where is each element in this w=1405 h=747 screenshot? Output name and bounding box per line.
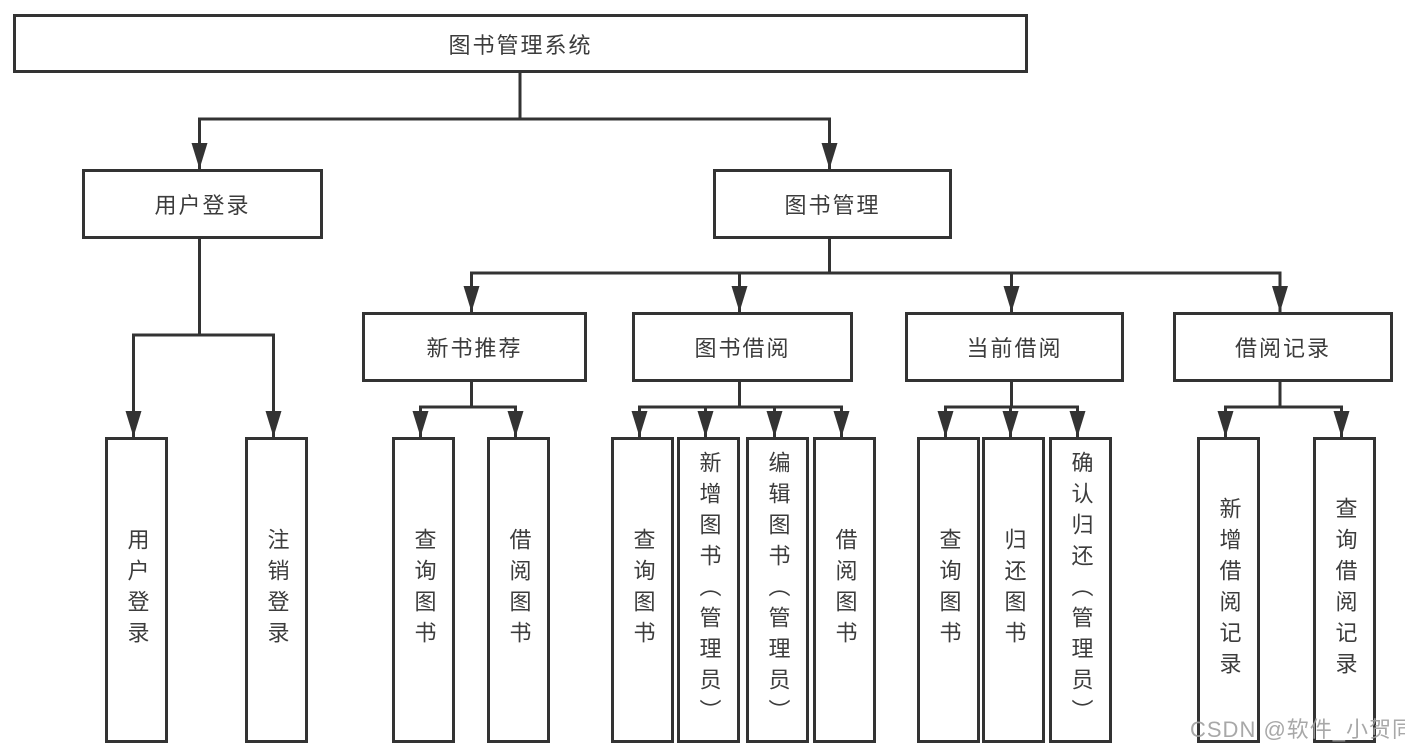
leaf-recommend-query-books-label: 查询图书 [411,528,437,652]
leaf-add-book-admin: 新增图书（管理员） [677,437,740,743]
leaf-return-books: 归还图书 [982,437,1045,743]
leaf-borrow-books: 借阅图书 [813,437,876,743]
leaf-user-login: 用户登录 [105,437,168,743]
leaf-edit-book-admin-label: 编辑图书（管理员） [765,450,791,730]
leaf-query-borrow-record: 查询借阅记录 [1313,437,1376,743]
leaf-borrowing-query-books-label: 查询图书 [630,528,656,652]
node-user-login: 用户登录 [82,169,323,239]
leaf-add-borrow-record-label: 新增借阅记录 [1216,497,1242,683]
node-book-borrowing: 图书借阅 [632,312,853,382]
node-root-system: 图书管理系统 [13,14,1028,73]
leaf-add-borrow-record: 新增借阅记录 [1197,437,1260,743]
leaf-add-book-admin-label: 新增图书（管理员） [696,450,722,730]
csdn-watermark: CSDN @软件_小贺同学 [1190,717,1405,742]
leaf-current-query-books: 查询图书 [917,437,980,743]
leaf-query-borrow-record-label: 查询借阅记录 [1332,497,1358,683]
leaf-recommend-query-books: 查询图书 [392,437,455,743]
leaf-current-query-books-label: 查询图书 [936,528,962,652]
leaf-edit-book-admin: 编辑图书（管理员） [746,437,809,743]
leaf-recommend-borrow-books-label: 借阅图书 [506,528,532,652]
leaf-confirm-return-admin: 确认归还（管理员） [1049,437,1112,743]
leaf-return-books-label: 归还图书 [1001,528,1027,652]
leaf-logout: 注销登录 [245,437,308,743]
leaf-borrow-books-label: 借阅图书 [832,528,858,652]
node-borrowing-records: 借阅记录 [1173,312,1393,382]
node-current-borrowing: 当前借阅 [905,312,1124,382]
leaf-borrowing-query-books: 查询图书 [611,437,674,743]
leaf-logout-label: 注销登录 [264,528,290,652]
node-new-book-recommend: 新书推荐 [362,312,587,382]
leaf-user-login-label: 用户登录 [124,528,150,652]
leaf-recommend-borrow-books: 借阅图书 [487,437,550,743]
leaf-confirm-return-admin-label: 确认归还（管理员） [1068,450,1094,730]
node-book-management: 图书管理 [713,169,952,239]
